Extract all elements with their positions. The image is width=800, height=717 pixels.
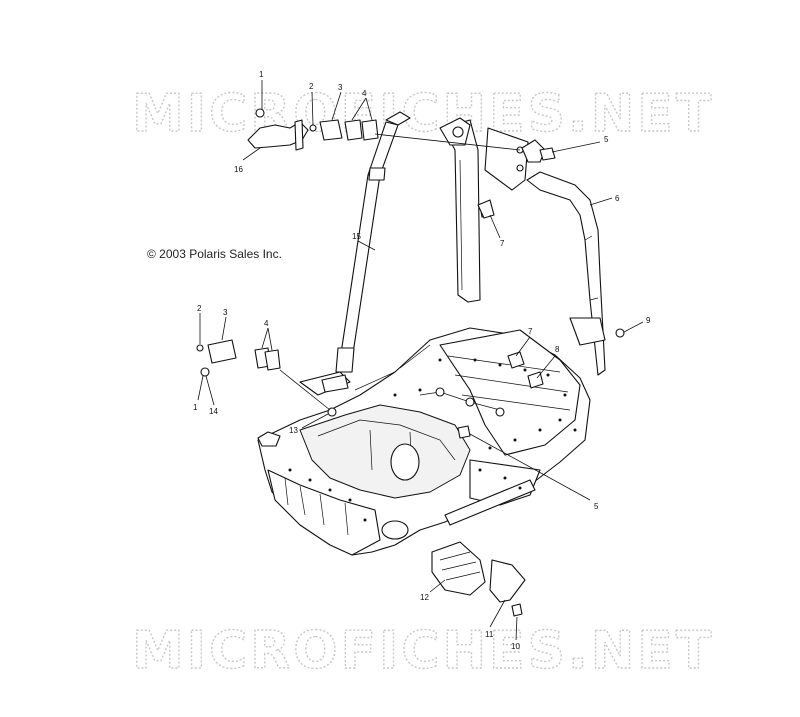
callout-3-top: 3 bbox=[338, 83, 343, 92]
callout-9: 9 bbox=[646, 316, 651, 325]
chassis-frame bbox=[257, 327, 591, 556]
frame-holes bbox=[288, 358, 577, 522]
callout-1-top: 1 bbox=[259, 70, 264, 79]
steering-boot bbox=[431, 541, 526, 617]
callout-labels: 1 2 3 4 5 6 7 9 15 16 2 3 4 7 8 1 14 13 … bbox=[193, 70, 651, 651]
callout-5-bot: 5 bbox=[594, 502, 599, 511]
watermark-top: MICROFICHES.NET bbox=[132, 84, 714, 144]
mid-bracket-assembly bbox=[196, 339, 337, 417]
callout-10: 10 bbox=[511, 642, 520, 651]
copyright-text: © 2003 Polaris Sales Inc. bbox=[147, 247, 282, 261]
callout-7-mid: 7 bbox=[528, 327, 533, 336]
callout-15: 15 bbox=[352, 232, 361, 241]
leader-lines bbox=[197, 80, 644, 641]
roll-bar bbox=[439, 117, 606, 376]
callout-4-mid: 4 bbox=[264, 319, 269, 328]
callout-14: 14 bbox=[209, 407, 218, 416]
hardware-parts bbox=[457, 147, 625, 439]
callout-8: 8 bbox=[555, 345, 560, 354]
callout-5-top: 5 bbox=[604, 135, 609, 144]
callout-11: 11 bbox=[485, 630, 494, 639]
callout-6: 6 bbox=[615, 194, 620, 203]
callout-1-mid: 1 bbox=[193, 403, 198, 412]
callout-13: 13 bbox=[289, 426, 298, 435]
callout-2-top: 2 bbox=[309, 82, 314, 91]
callout-2-mid: 2 bbox=[197, 304, 202, 313]
callout-4-top: 4 bbox=[362, 89, 367, 98]
callout-16: 16 bbox=[234, 165, 243, 174]
steering-post bbox=[299, 111, 411, 396]
watermark-bottom: MICROFICHES.NET bbox=[132, 621, 714, 681]
callout-7-top: 7 bbox=[500, 239, 505, 248]
callout-3-mid: 3 bbox=[223, 308, 228, 317]
callout-12: 12 bbox=[420, 593, 429, 602]
